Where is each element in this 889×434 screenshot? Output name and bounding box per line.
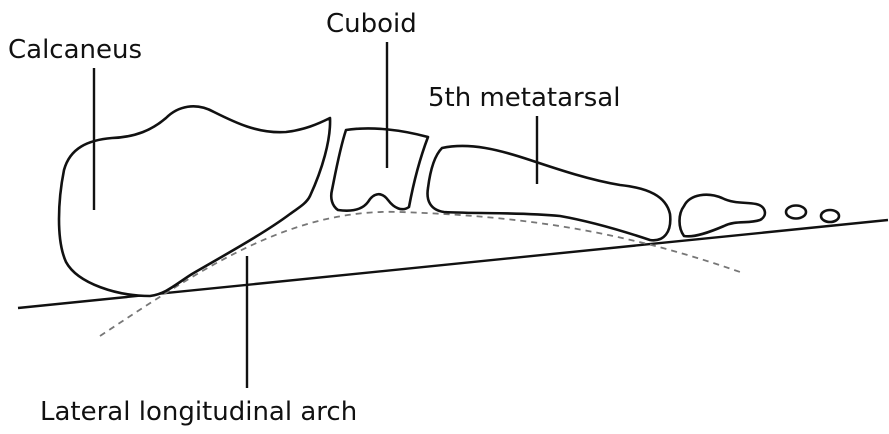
cuboid-label: Cuboid xyxy=(326,9,417,39)
calcaneus-label: Calcaneus xyxy=(8,35,142,65)
fifth-metatarsal-label: 5th metatarsal xyxy=(428,83,620,113)
middle-phalanx-bone xyxy=(786,206,806,219)
proximal-phalanx-bone xyxy=(680,195,765,237)
distal-phalanx-bone xyxy=(821,210,839,222)
fifth-metatarsal-bone xyxy=(428,146,671,240)
calcaneus-bone xyxy=(59,106,330,296)
cuboid-bone xyxy=(331,128,428,210)
lateral-arch-label: Lateral longitudinal arch xyxy=(40,397,357,427)
